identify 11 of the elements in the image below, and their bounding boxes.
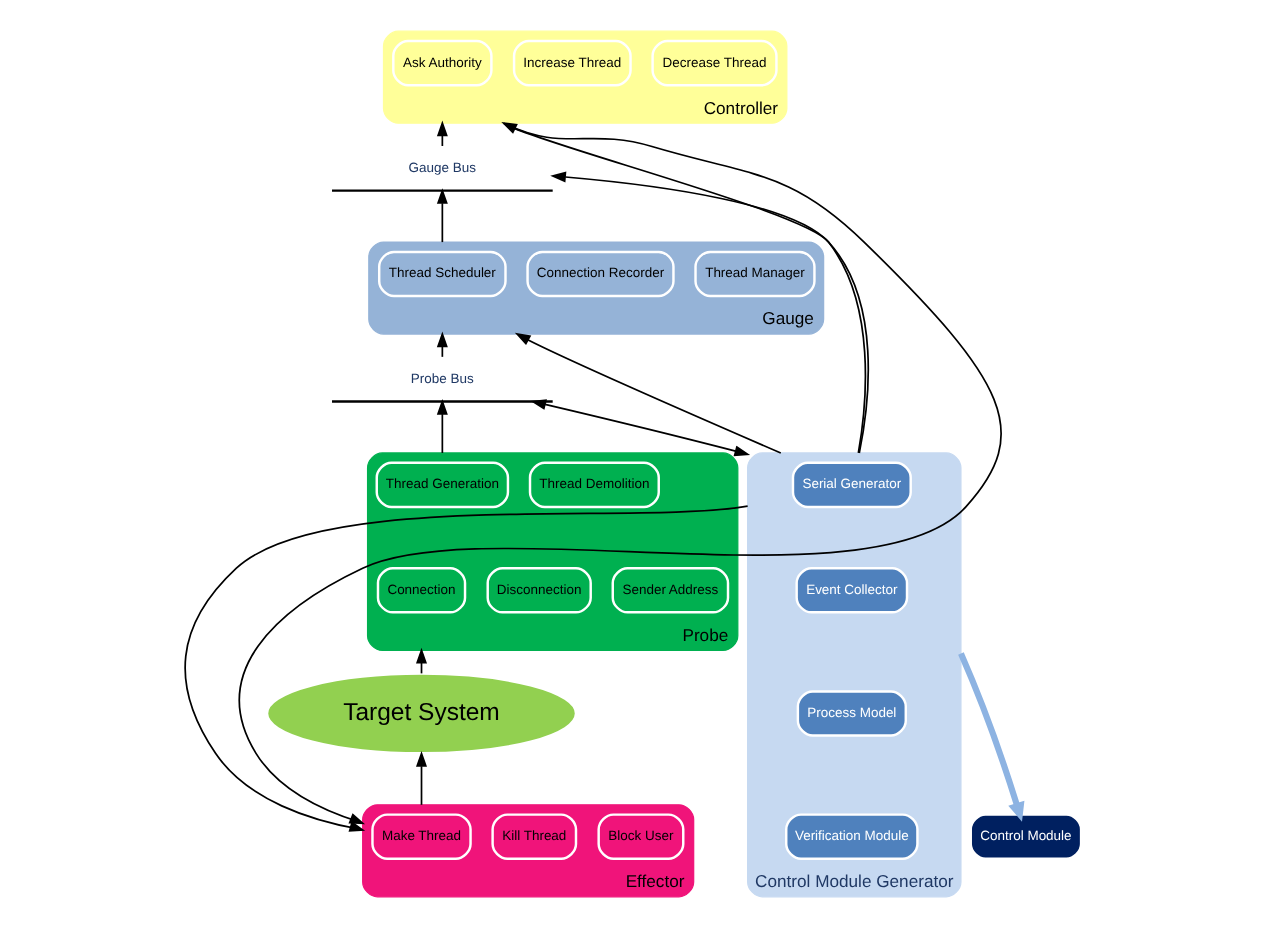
- arrow: [436, 120, 448, 147]
- arrow: [530, 399, 751, 457]
- arrow: [416, 750, 427, 806]
- arrow: [436, 188, 448, 243]
- arrow: [958, 652, 1025, 822]
- arrow: [184, 505, 749, 832]
- arrow: [514, 332, 782, 454]
- node-ellipse: Target System: [265, 672, 578, 755]
- arrow: [550, 171, 870, 454]
- arrow: [436, 331, 448, 358]
- arrow: [436, 399, 448, 454]
